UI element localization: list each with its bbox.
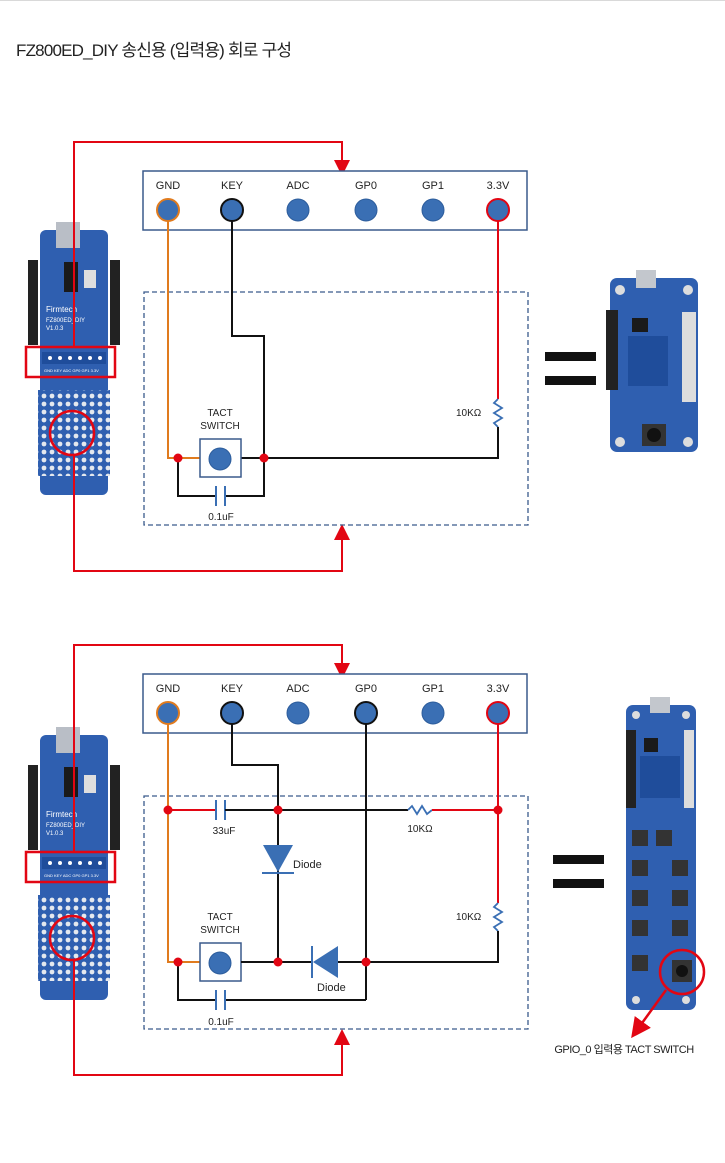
pin-gp1-2 [421,701,445,725]
top-divider [0,0,725,1]
pin-gp0-2 [354,701,378,725]
pin-adc-2 [286,701,310,725]
diode-vertical [263,845,293,872]
page-title: FZ800ED_DIY 송신용 (입력용) 회로 구성 [16,41,292,60]
pin-labels: GND KEY ADC GP0 GP1 3.3V [156,180,510,192]
resistor-label-1: 10KΩ [456,408,482,419]
board-header-silk-2: GND KEY ADC GP0 GP1 3.3V [44,873,99,878]
pin-label-gnd-2: GND [156,683,181,695]
pin-label-gp1: GP1 [422,180,444,192]
module-photo-right-2 [626,697,706,1010]
pin-label-gp0: GP0 [355,180,377,192]
diode-bottom-label: Diode [317,982,346,994]
tact-label-2b: SWITCH [200,925,239,936]
tact-label-1a: TACT [207,408,232,419]
pin-label-3v3: 3.3V [487,180,510,192]
resistor-top-label: 10KΩ [407,824,433,835]
board-header-silk: GND KEY ADC GP0 GP1 3.3V [44,368,99,373]
equals-sign-1 [545,352,596,361]
pin-header-box [142,170,528,231]
diode-horizontal [313,946,338,978]
tact-switch-highlight [658,948,706,996]
header-highlight-2 [24,850,117,884]
board-version: V1.0.3 [46,326,64,332]
pin-gnd [156,198,180,222]
proto-area-highlight-2 [48,914,96,962]
pin-header-box-2 [142,673,528,734]
tact-label-2a: TACT [207,912,232,923]
pin-label-adc: ADC [286,180,309,192]
resistor-right-label: 10KΩ [456,912,482,923]
diode-top-label: Diode [293,859,322,871]
board-photo-left-1: Firmtech FZ800ED_DIY V1.0.3 GND KEY ADC … [24,222,120,495]
pin-3v3 [486,198,510,222]
pin-label-key: KEY [221,180,244,192]
pin-adc [286,198,310,222]
tact-switch-caption: GPIO_0 입력용 TACT SWITCH [554,1043,694,1056]
pin-3v3-2 [486,701,510,725]
pin-label-adc-2: ADC [286,683,309,695]
diagram-2: Firmtech FZ800ED_DIY V1.0.3 GND KEY ADC … [24,644,706,1076]
pin-key [220,198,244,222]
pin-labels-2: GND KEY ADC GP0 GP1 3.3V [156,683,510,695]
header-highlight [24,345,117,379]
circuit-area-2 [143,795,529,1030]
pin-label-key-2: KEY [221,683,244,695]
pin-label-3v3-2: 3.3V [487,683,510,695]
pin-gp1 [421,198,445,222]
board-version-2: V1.0.3 [46,831,64,837]
pin-key-2 [220,701,244,725]
wire-key [231,221,265,458]
module-photo-right-1 [606,270,698,452]
proto-area-highlight [48,409,96,457]
pin-label-gp1-2: GP1 [422,683,444,695]
cap-bottom-label: 0.1uF [208,1017,234,1028]
equals-sign-2 [553,855,604,864]
pin-label-gnd: GND [156,180,181,192]
cap-top-label: 33uF [213,826,236,837]
tact-label-1b: SWITCH [200,421,239,432]
pin-gp0 [354,198,378,222]
board-model: FZ800ED_DIY [46,318,85,324]
cap-label-1: 0.1uF [208,512,234,523]
pin-gnd-2 [156,701,180,725]
board-brand: Firmtech [46,305,77,314]
wire-gnd [167,221,200,459]
board-brand-2: Firmtech [46,810,77,819]
board-photo-left-2: Firmtech FZ800ED_DIY V1.0.3 GND KEY ADC … [24,727,120,1000]
pin-label-gp0-2: GP0 [355,683,377,695]
board-model-2: FZ800ED_DIY [46,823,85,829]
diagram-1: Firmtech FZ800ED_DIY V1.0.3 GND KEY ADC … [24,141,698,572]
resistor-1 [492,398,504,428]
circuit-area [143,291,529,526]
